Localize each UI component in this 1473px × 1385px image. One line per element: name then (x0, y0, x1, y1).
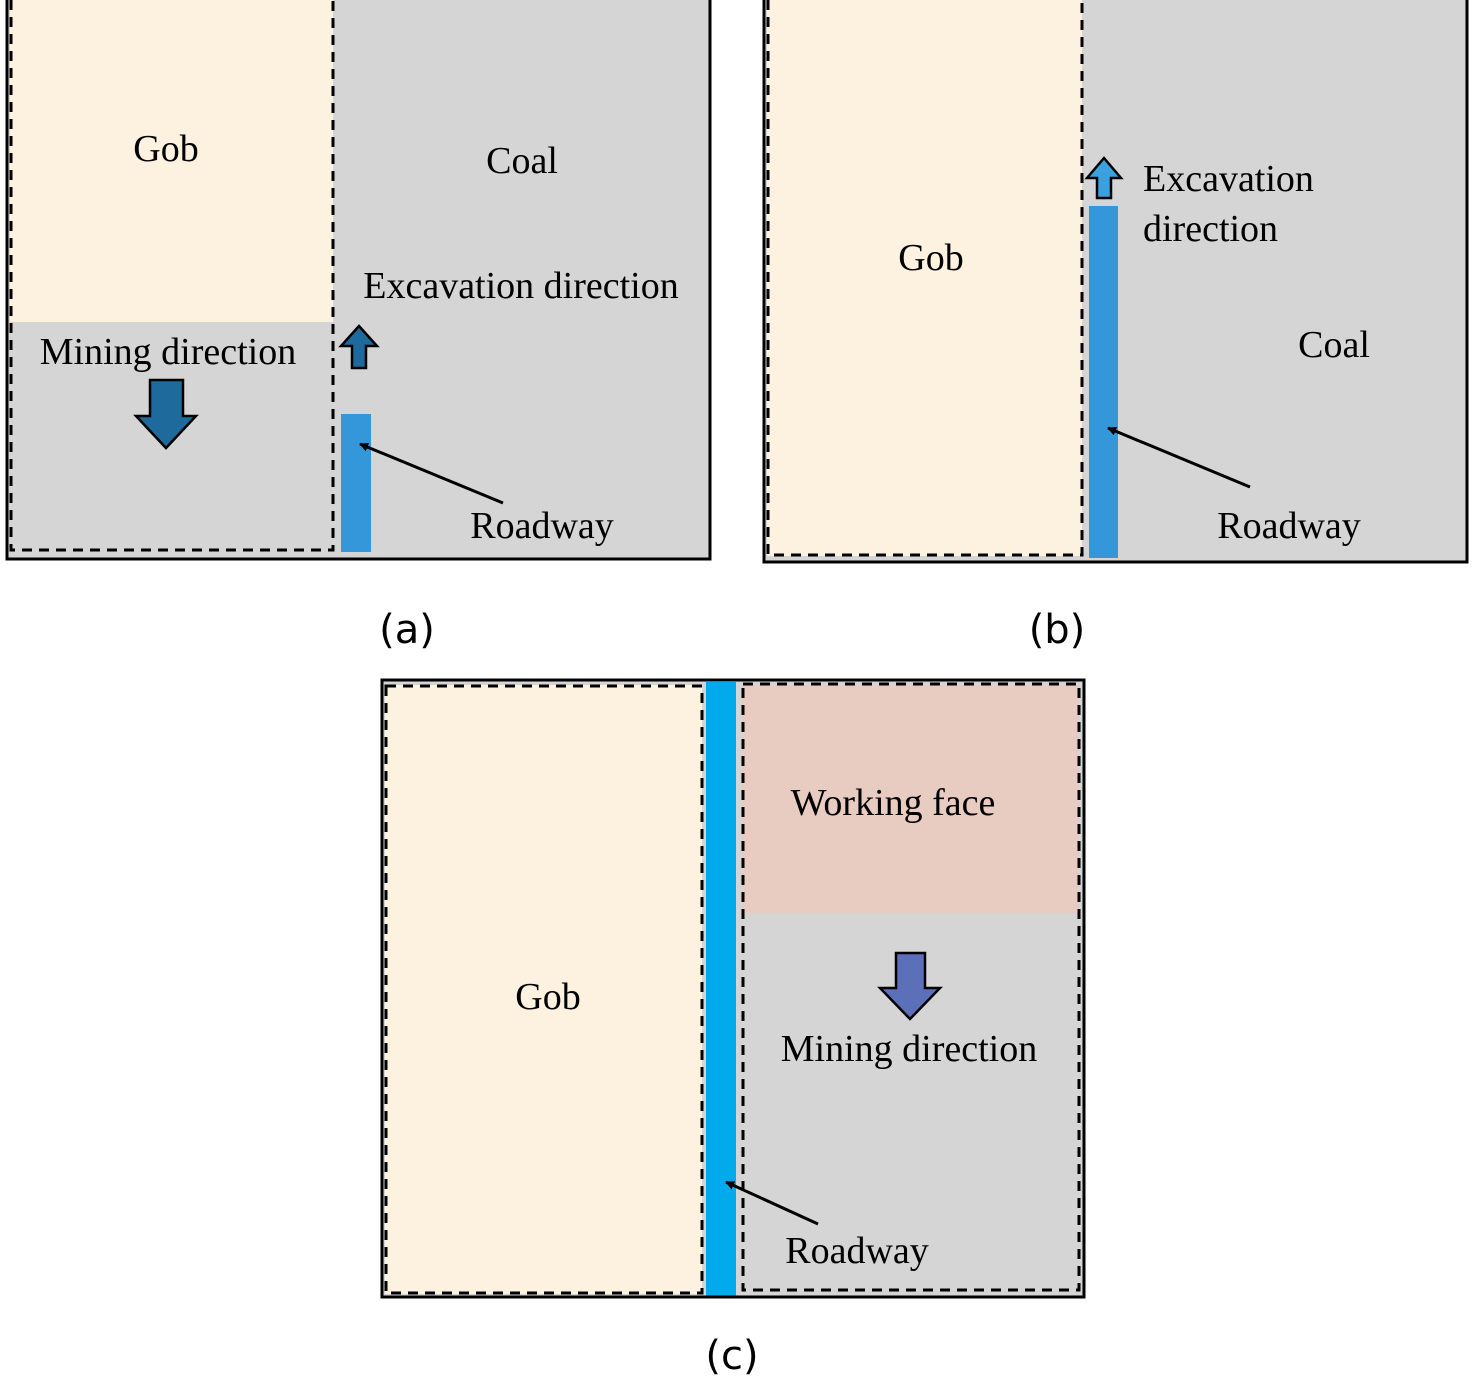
panel-a-excavation-direction-label: Excavation direction (363, 265, 679, 307)
panel-c: Gob Working face Mining direction Roadwa… (380, 678, 1086, 1299)
panel-c-mining-direction-label: Mining direction (781, 1028, 1037, 1070)
panel-b-gob-region (767, 0, 1082, 556)
panel-b-outer-frame (762, 0, 1469, 564)
panel-b-gob-label: Gob (898, 237, 963, 279)
panel-c-outer-frame (380, 678, 1086, 1299)
panel-b-roadway-pointer-arrow (1107, 426, 1251, 489)
panel-c-mining-area-boundary (741, 682, 1081, 1292)
panel-b-coal-label: Coal (1298, 324, 1370, 366)
panel-c-gob-region (385, 685, 702, 1294)
panel-a-roadway-pointer-arrow (359, 442, 504, 505)
panel-b: Gob Excavation direction Coal Roadway (762, 0, 1469, 564)
panel-a-coal-label: Coal (486, 140, 558, 182)
panel-c-roadway-label: Roadway (785, 1230, 929, 1272)
panel-c-working-face-region (742, 685, 1079, 913)
panel-b-roadway-label: Roadway (1217, 505, 1361, 547)
panel-a-gob-label: Gob (133, 128, 198, 170)
panel-a-mining-area-boundary (9, 0, 335, 552)
panel-a-mining-direction-arrow-icon (133, 378, 199, 450)
panel-a: Gob Coal Excavation direction Mining dir… (5, 0, 712, 561)
panel-b-caption: (b) (1029, 607, 1086, 653)
panel-a-outer-frame (5, 0, 712, 561)
panel-c-roadway-pointer-arrow (725, 1180, 819, 1226)
panel-b-excavation-label-line2: direction (1143, 208, 1278, 250)
panel-b-excavation-direction-arrow-icon (1084, 156, 1124, 200)
panel-a-roadway (341, 414, 371, 552)
panel-c-mining-direction-arrow-icon (877, 951, 943, 1021)
panel-c-gob-boundary (384, 684, 704, 1295)
panel-c-working-face-label: Working face (791, 782, 996, 824)
panel-c-roadway (706, 682, 736, 1296)
panel-a-gob-region (10, 0, 333, 322)
panel-b-roadway (1089, 206, 1118, 558)
panel-a-caption: (a) (379, 607, 435, 653)
panel-c-caption: (c) (705, 1333, 758, 1379)
panel-a-roadway-label: Roadway (470, 505, 614, 547)
panel-c-gob-label: Gob (515, 976, 580, 1018)
panel-a-excavation-direction-arrow-icon (338, 324, 380, 370)
panel-a-mining-direction-label: Mining direction (40, 331, 296, 373)
panel-b-excavation-label-line1: Excavation (1143, 158, 1314, 200)
panel-b-gob-boundary (766, 0, 1084, 557)
